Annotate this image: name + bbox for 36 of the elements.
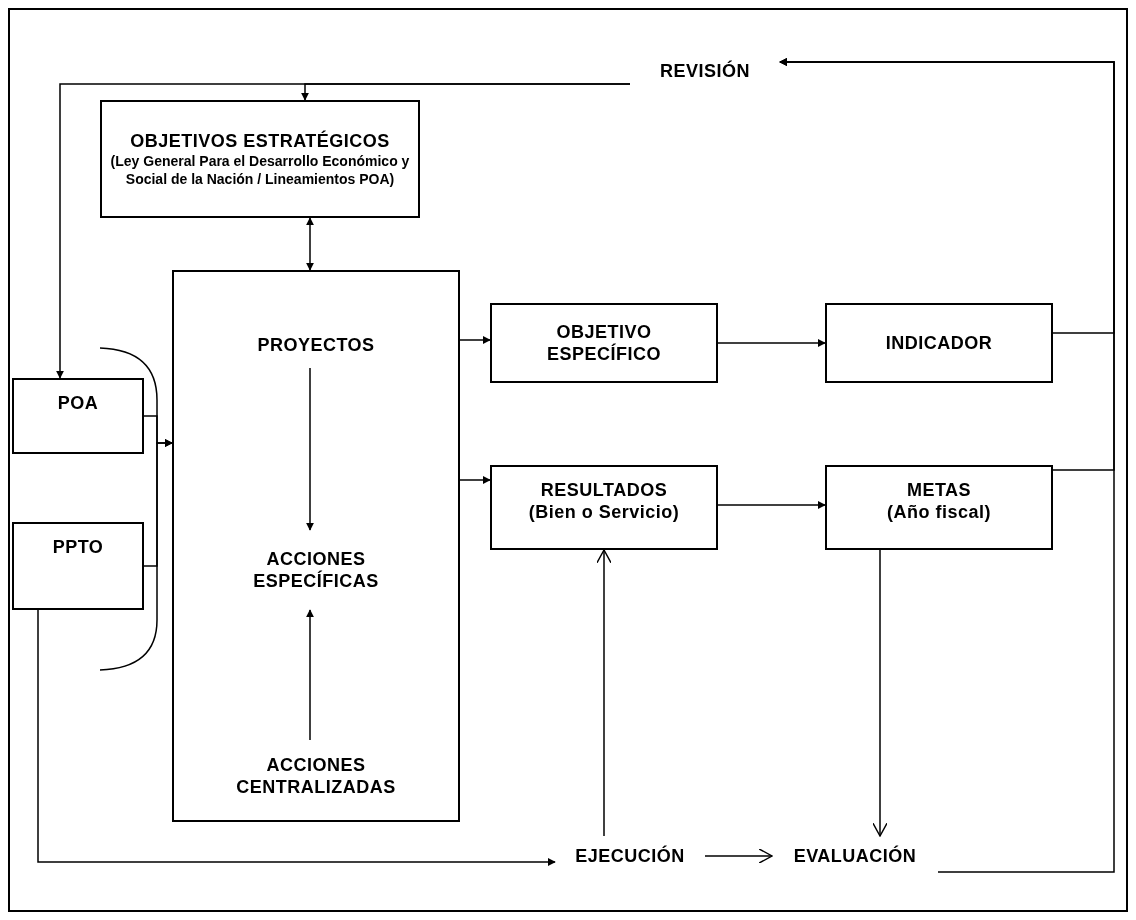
arrow [306, 609, 314, 741]
box-title: POA [57, 392, 99, 414]
arrow [717, 339, 826, 347]
box-title: OBJETIVOS ESTRATÉGICOS [130, 130, 390, 152]
process-box [490, 465, 718, 550]
process-box [12, 378, 144, 454]
arrow [56, 83, 631, 379]
box-title: METAS (Año fiscal) [886, 479, 992, 523]
process-box [825, 465, 1053, 550]
arrow [459, 336, 491, 344]
stage-label: ACCIONES ESPECÍFICAS [200, 530, 432, 610]
arrow [717, 501, 826, 509]
arrow [872, 549, 888, 837]
stage-label: PROYECTOS [200, 322, 432, 368]
arrow [779, 58, 1115, 873]
arrow [459, 476, 491, 484]
stage-label: EJECUCIÓN [555, 836, 705, 876]
box-subtitle: (Ley General Para el Desarrollo Económico y Social de la Nación / Lineamientos POA) [109, 152, 411, 188]
box-title: RESULTADOS (Bien o Servicio) [527, 479, 681, 523]
stage-label: ACCIONES CENTRALIZADAS [200, 740, 432, 812]
stage-label: EVALUACIÓN [772, 836, 938, 876]
arrow [704, 848, 773, 864]
process-box [12, 522, 144, 610]
process-box [490, 303, 718, 383]
stage-label: REVISIÓN [630, 48, 780, 88]
arrow [37, 609, 556, 866]
process-box [825, 303, 1053, 383]
box-title: OBJETIVO ESPECÍFICO [546, 321, 662, 365]
arrow [306, 367, 314, 531]
arrow [143, 439, 173, 567]
process-box [172, 270, 460, 822]
arrow [306, 217, 314, 271]
box-title: INDICADOR [885, 332, 993, 354]
process-box [100, 100, 420, 218]
arrow [596, 549, 612, 837]
box-title: PPTO [52, 536, 104, 558]
